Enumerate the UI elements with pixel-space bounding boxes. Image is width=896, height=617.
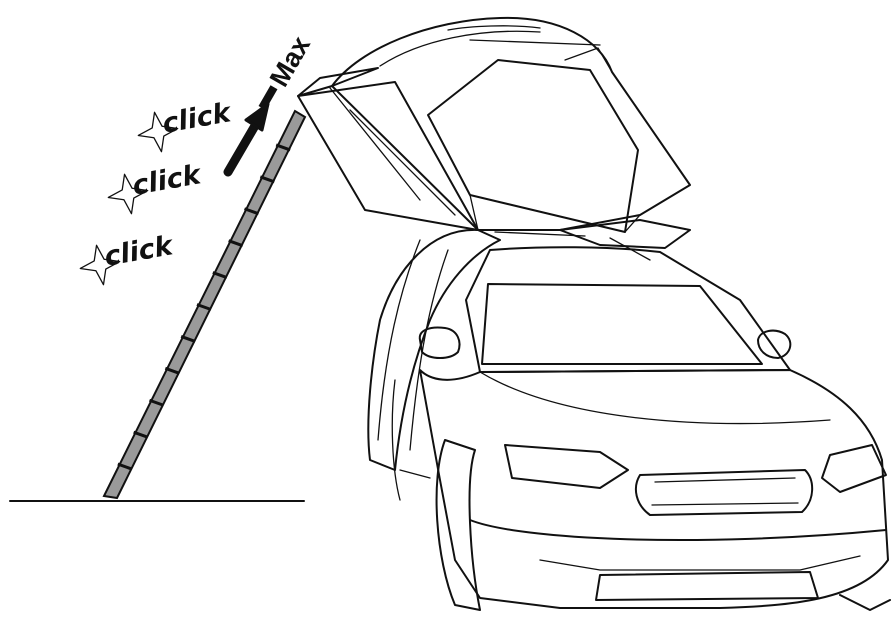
- pole-segment-mark: [117, 462, 133, 471]
- grille: [634, 469, 814, 516]
- max-marker: Max: [258, 31, 316, 110]
- pole-segment-marks: [117, 143, 291, 471]
- rooftop-tent: [297, 16, 691, 471]
- car: [391, 246, 891, 611]
- pole-segment-mark: [133, 430, 149, 439]
- telescopic-pole: [102, 109, 307, 500]
- sparkle-icon: [107, 173, 149, 215]
- front-bumper: [469, 519, 887, 542]
- click-text-2: click: [130, 159, 205, 202]
- extend-arrow-icon: [223, 102, 270, 177]
- pole-segment-mark: [243, 207, 260, 216]
- click-text-1: click: [160, 97, 235, 140]
- pole-segment-mark: [275, 143, 291, 152]
- pole-segment-mark: [212, 271, 228, 279]
- side-mirror-left: [418, 326, 461, 359]
- max-tick: [258, 85, 278, 110]
- windshield: [481, 283, 763, 365]
- headlight-left: [504, 444, 629, 489]
- wheel-right: [839, 594, 891, 611]
- click-text-3: click: [102, 230, 177, 273]
- sparkle-icon: [137, 111, 179, 153]
- click-sound-label-2: click: [107, 159, 205, 215]
- pole-segment-mark: [196, 303, 212, 311]
- click-sound-label-3: click: [79, 230, 177, 286]
- pole-segment-mark: [164, 366, 180, 375]
- pole-segment-mark: [148, 398, 165, 407]
- pole-segment-mark: [259, 175, 275, 184]
- side-mirror-right: [757, 329, 792, 359]
- pole-segment-mark: [180, 335, 196, 343]
- wheel-left: [435, 439, 481, 611]
- pole-segment-mark: [228, 239, 244, 248]
- pole-body: [102, 109, 307, 500]
- max-label: Max: [264, 31, 316, 91]
- headlight-right: [821, 444, 887, 493]
- click-sound-label-1: click: [137, 97, 235, 153]
- sparkle-icon: [79, 244, 121, 286]
